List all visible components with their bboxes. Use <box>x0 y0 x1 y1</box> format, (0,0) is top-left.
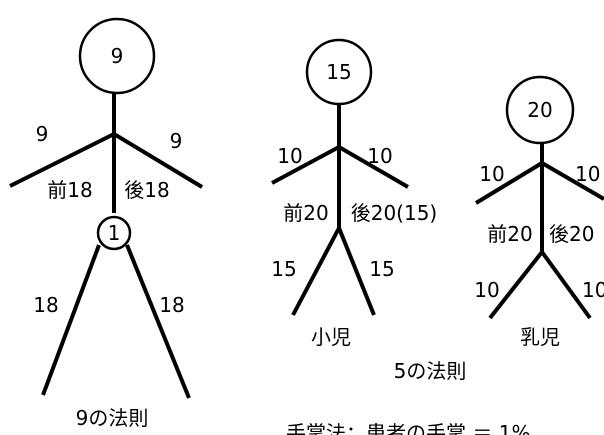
infant-left-leg-line <box>488 250 544 320</box>
child-right-arm-value: 10 <box>367 144 392 168</box>
child-right-arm-line <box>337 145 410 189</box>
infant-right-leg-value: 10 <box>582 278 604 302</box>
infant-left-leg-value: 10 <box>474 278 499 302</box>
adult-left-arm-line <box>9 132 115 188</box>
rule-of-nines-caption: 9の法則 <box>76 406 149 430</box>
adult-perineum-circle <box>96 215 132 251</box>
child-head-value: 15 <box>326 60 351 84</box>
child-back-trunk-value: 後20(15) <box>351 201 438 225</box>
adult-left-leg-line <box>41 244 101 396</box>
adult-perineum-value: 1 <box>108 221 121 245</box>
rule-of-nines-figure: 9 9 9 前18 後18 1 18 18 9の法則 <box>9 17 204 430</box>
adult-head-circle <box>78 17 156 95</box>
adult-right-leg-line <box>125 244 191 399</box>
child-left-leg-value: 15 <box>271 257 296 281</box>
infant-figure: 20 10 10 前20 後20 10 10 乳児 <box>474 75 604 349</box>
child-head-circle <box>305 38 373 106</box>
child-front-trunk-value: 前20 <box>283 201 328 225</box>
adult-left-arm-value: 9 <box>36 122 49 146</box>
child-right-leg-value: 15 <box>369 257 394 281</box>
adult-head-value: 9 <box>111 44 124 68</box>
child-right-leg-line <box>337 227 376 316</box>
child-caption: 小児 <box>311 325 351 349</box>
palm-method-text: 手掌法：患者の手掌 ＝ 1% <box>286 421 530 435</box>
infant-right-arm-line <box>540 161 604 201</box>
rule-of-fives-caption: 5の法則 <box>394 359 467 383</box>
child-left-leg-line <box>291 227 341 316</box>
child-left-arm-line <box>271 145 340 185</box>
infant-caption: 乳児 <box>520 325 560 349</box>
adult-right-leg-value: 18 <box>159 293 184 317</box>
infant-head-value: 20 <box>527 98 552 122</box>
adult-left-leg-value: 18 <box>33 293 58 317</box>
infant-back-trunk-value: 後20 <box>549 222 594 246</box>
infant-right-leg-line <box>540 250 592 320</box>
adult-front-trunk-value: 前18 <box>47 178 92 202</box>
adult-back-trunk-value: 後18 <box>124 178 169 202</box>
infant-right-arm-value: 10 <box>575 162 600 186</box>
infant-head-circle <box>505 75 575 145</box>
child-figure: 15 10 10 前20 後20(15) 15 15 小児 <box>271 38 438 349</box>
adult-right-arm-value: 9 <box>170 129 183 153</box>
infant-left-arm-line <box>474 161 544 205</box>
infant-front-trunk-value: 前20 <box>487 222 532 246</box>
infant-left-arm-value: 10 <box>479 162 504 186</box>
child-left-arm-value: 10 <box>277 144 302 168</box>
adult-right-arm-line <box>112 132 204 189</box>
